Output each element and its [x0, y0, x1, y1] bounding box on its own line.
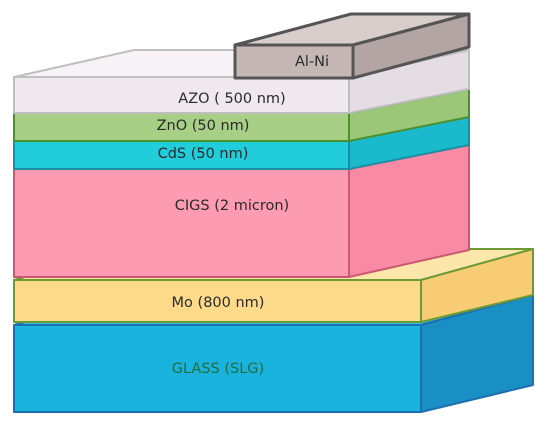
- contact-al-ni-label: Al-Ni: [295, 54, 329, 70]
- layer-cigs-label: CIGS (2 micron): [175, 198, 289, 214]
- layer-zno-label: ZnO (50 nm): [157, 118, 250, 134]
- layer-zno-front-face: [13, 112, 350, 142]
- layer-mo-front-face: [13, 279, 422, 323]
- layer-cigs-front-face: [13, 168, 350, 278]
- layer-glass-front-face: [13, 324, 422, 413]
- layer-cds-front-face: [13, 140, 350, 170]
- layer-glass-label: GLASS (SLG): [172, 361, 264, 377]
- layer-azo-label: AZO ( 500 nm): [178, 91, 285, 107]
- contact-al-ni: Al-Ni: [233, 12, 471, 80]
- contact-al-ni-front-face: [233, 43, 355, 80]
- layer-cds-label: CdS (50 nm): [158, 146, 249, 162]
- layer-mo-label: Mo (800 nm): [172, 295, 265, 311]
- layer-azo-front-face: [13, 76, 350, 114]
